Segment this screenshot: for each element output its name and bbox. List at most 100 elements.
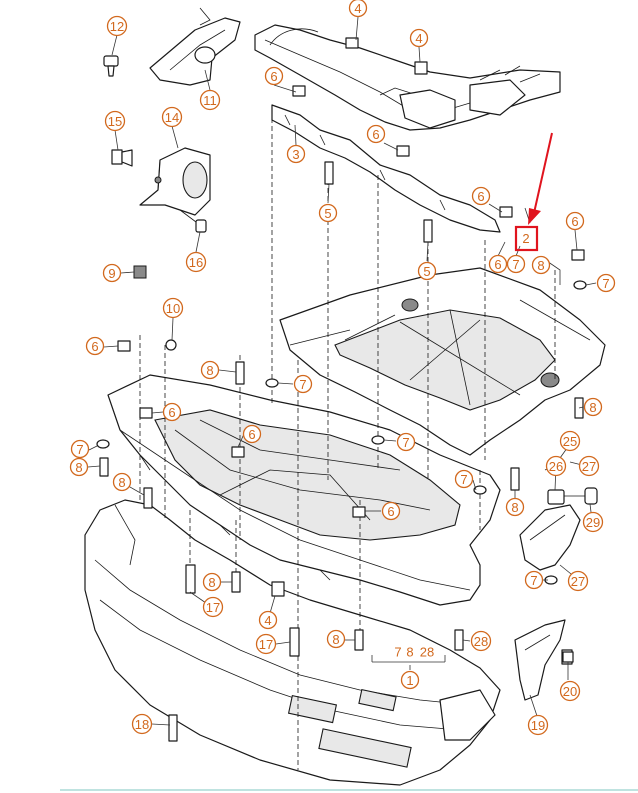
callout-number: 11 [203,93,217,108]
callout-number: 9 [108,266,115,281]
callout-26: 26 [545,455,567,477]
callout-7: 7 [70,439,90,459]
callout-3: 3 [286,144,306,164]
callout-circle [400,670,420,690]
callout-4: 4 [258,610,278,630]
callout-circle [318,203,338,223]
callout-number: 8 [118,475,125,490]
callout-number: 19 [531,718,545,733]
callout-8: 8 [200,360,220,380]
callout-8: 8 [505,497,525,517]
callout-8: 8 [531,255,551,275]
callout-circle [202,596,224,618]
callout-27: 27 [567,570,589,592]
callout-number: 7 [602,276,609,291]
callout-12: 12 [106,15,128,37]
callout-6: 6 [565,211,585,231]
callout-number: 7 [402,435,409,450]
callout-circle [565,211,585,231]
callout-number: 8 [208,575,215,590]
bracket-part-14 [139,147,211,216]
callout-circle [470,630,492,652]
callout-circle [409,28,429,48]
callout-circle [531,255,551,275]
callout-number: 18 [135,717,149,732]
callout-circle [488,254,508,274]
callout-number: 7 [512,257,519,272]
callout-circle [527,714,549,736]
callout-number: 17 [206,600,220,615]
callout-number: 17 [259,637,273,652]
callout-circle [381,501,401,521]
callout-number: 7 [76,442,83,457]
callout-circle [454,469,474,489]
callout-number: 26 [549,459,563,474]
callout-27: 27 [578,455,600,477]
callout-circle [85,336,105,356]
callout-circle [162,297,184,319]
callout-circle [582,511,604,533]
bottom-divider [60,789,638,791]
callout-5: 5 [318,203,338,223]
callout-circle [524,570,544,590]
callout-circle [258,610,278,630]
bracket-part-11 [149,7,241,86]
callout-number: 8 [332,632,339,647]
callout-6: 6 [488,254,508,274]
callout-6: 6 [242,424,262,444]
callout-number: 6 [387,504,394,519]
callout-number: 8 [537,258,544,273]
callout-6: 6 [162,402,182,422]
callout-circle [106,15,128,37]
callout-circle [70,439,90,459]
callout-circle [104,110,126,132]
callout-number: 28 [474,634,488,649]
callout-8: 8 [112,472,132,492]
screw-12 [103,55,119,77]
callout-circle [185,251,207,273]
callout-number: 25 [563,434,577,449]
callout-number: 27 [582,459,596,474]
callout-15: 15 [104,110,126,132]
callout-number: 16 [189,255,203,270]
callout-circle [366,124,386,144]
callout-circle [199,89,221,111]
callout-number: 29 [586,515,600,530]
callout-number: 4 [415,31,422,46]
callout-circle [596,273,616,293]
callout-18: 18 [131,713,153,735]
callout-circle [161,106,183,128]
callout-number: 6 [477,189,484,204]
callout-circle [348,0,368,18]
callout-5: 5 [417,261,437,281]
callout-number: 8 [206,363,213,378]
callout-circle [112,472,132,492]
callout-number: 15 [108,114,122,129]
callout-17: 17 [255,633,277,655]
callout-circle [559,430,581,452]
callout-29: 29 [582,511,604,533]
callout-circle [200,360,220,380]
callout-circle [417,261,437,281]
callout-number: 6 [571,214,578,229]
callout-number: 4 [354,1,361,16]
callout-number: 8 [589,400,596,415]
callout-circle [162,402,182,422]
callout-8: 8 [69,457,89,477]
callout-number: 7 [530,573,537,588]
group-label-item-28: 28 [420,645,434,660]
bolt-16 [179,209,207,233]
callout-6: 6 [471,186,491,206]
callout-circle [583,397,603,417]
callout-number: 5 [324,206,331,221]
callout-16: 16 [185,251,207,273]
callout-circle [559,680,581,702]
callout-8: 8 [202,572,222,592]
callout-11: 11 [199,89,221,111]
callout-6: 6 [366,124,386,144]
callout-4: 4 [348,0,368,18]
callout-circle [506,254,526,274]
